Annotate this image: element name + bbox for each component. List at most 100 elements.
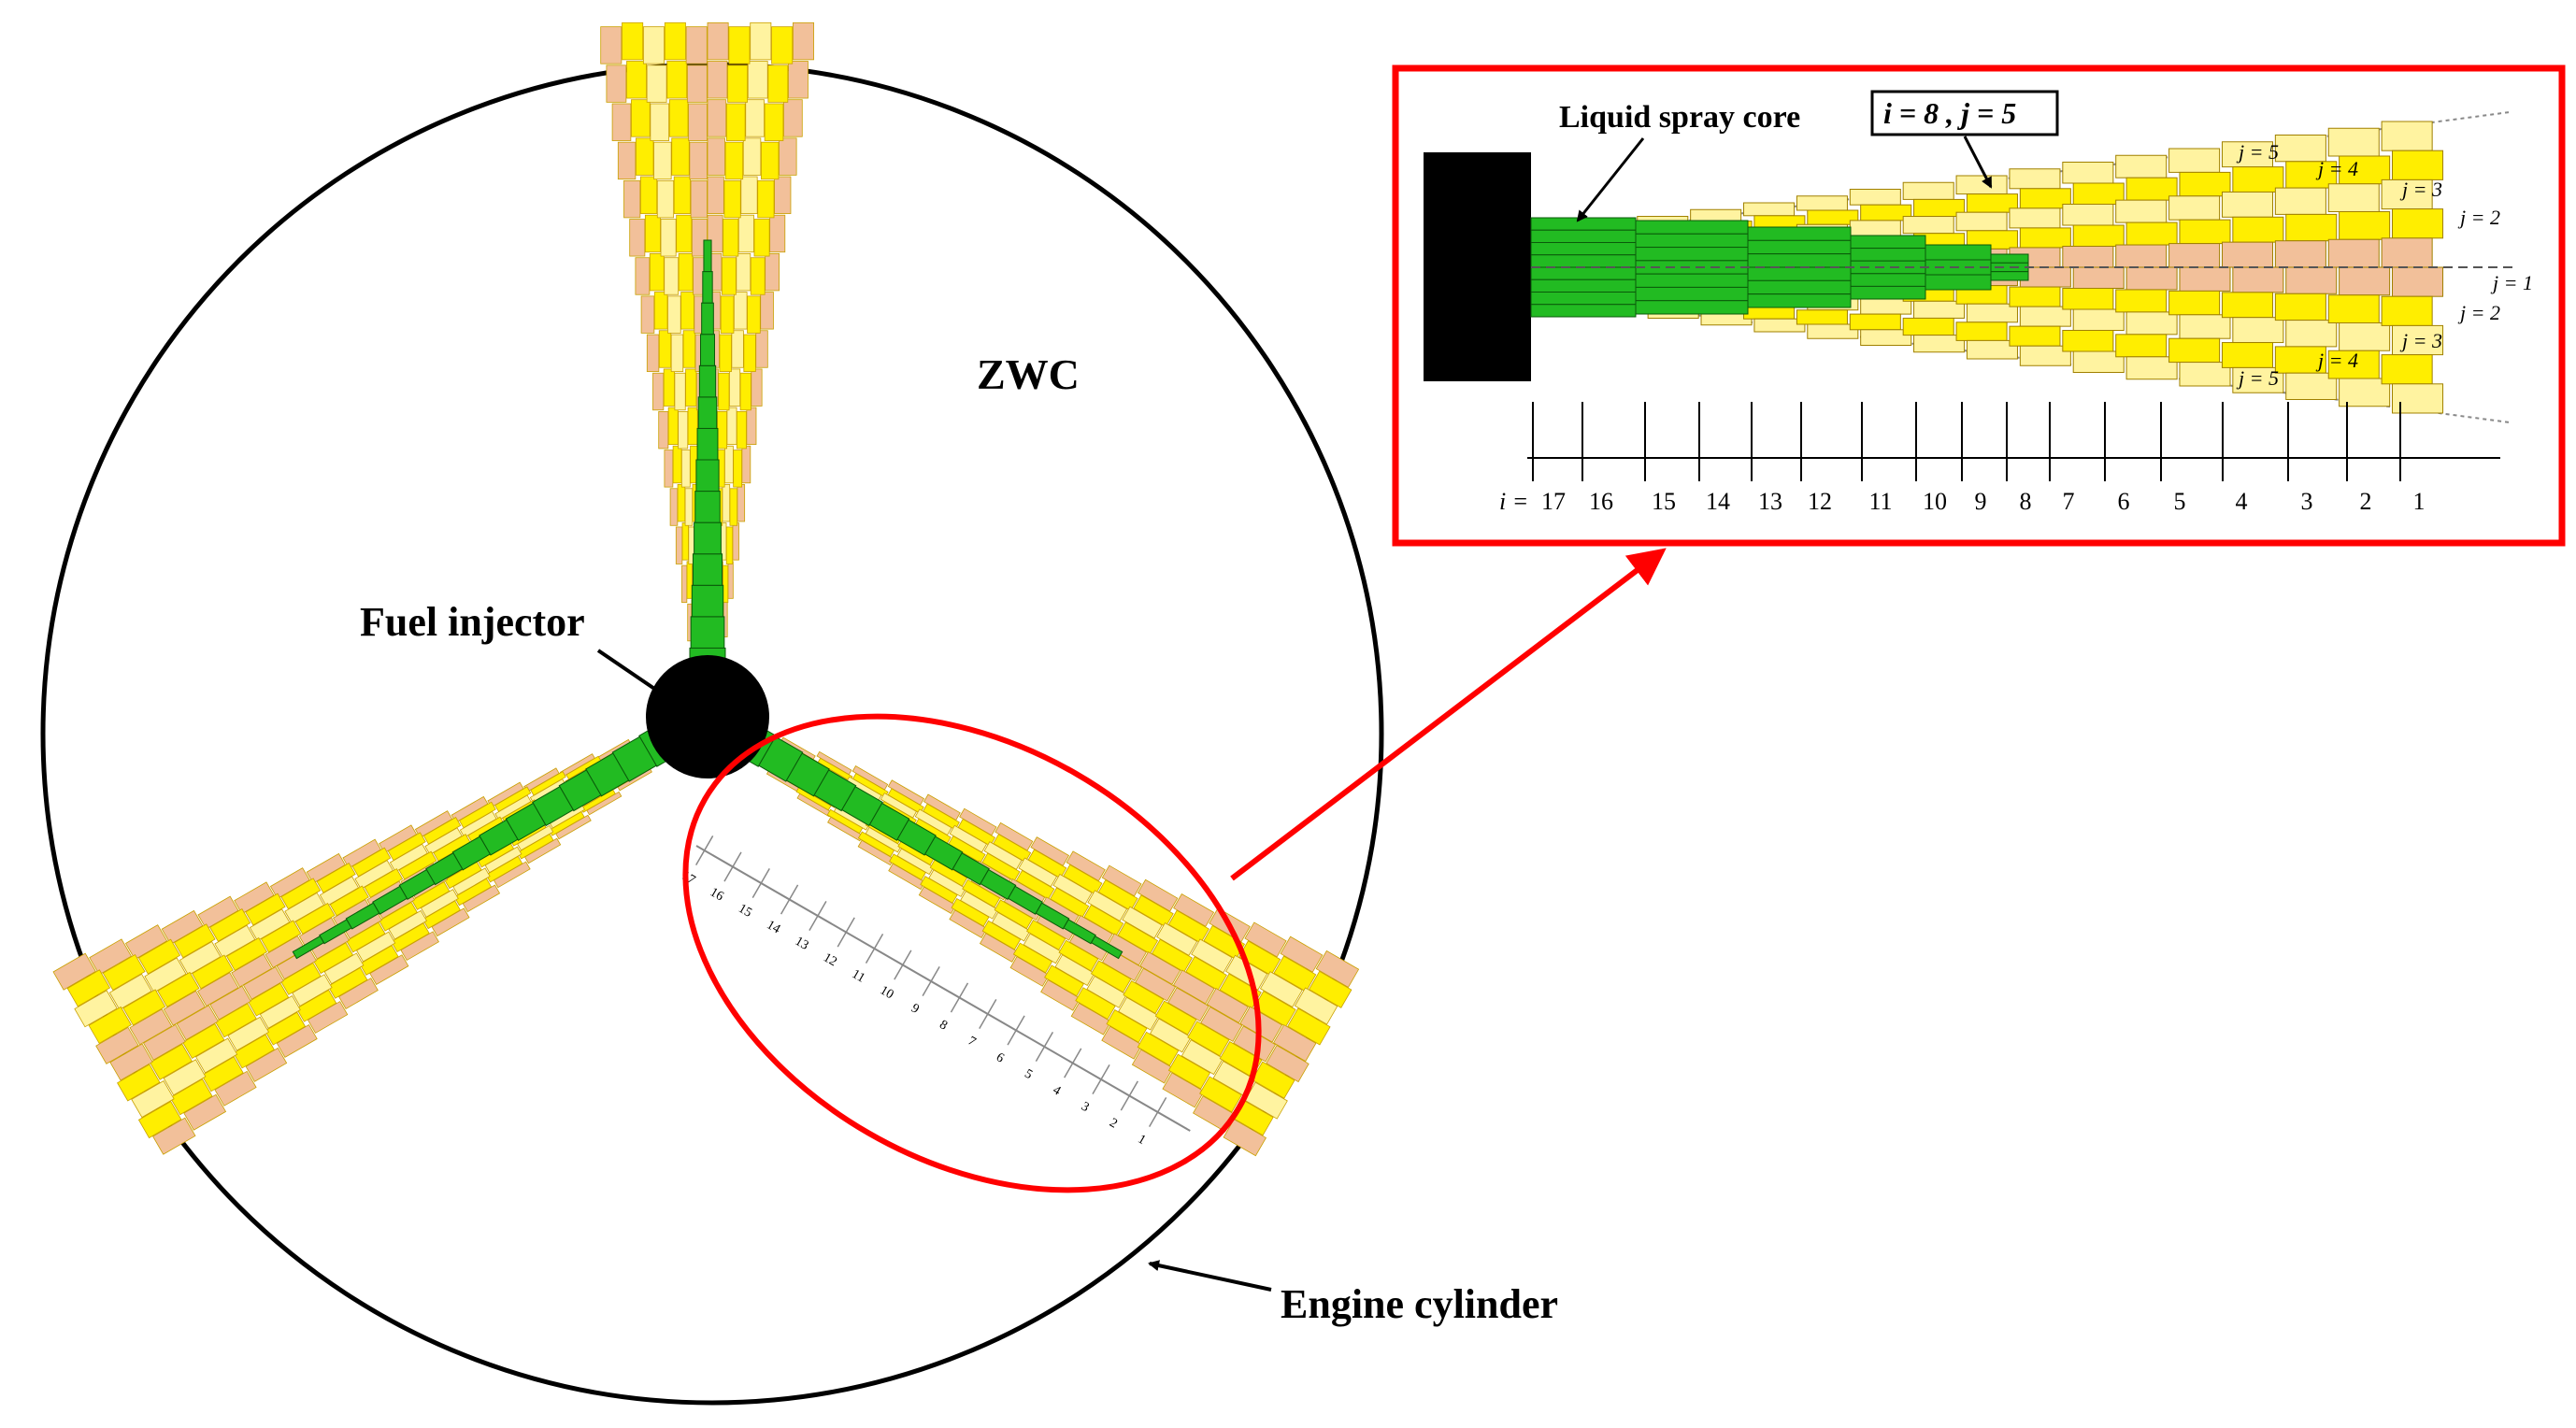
spray-cell	[669, 488, 679, 526]
liquid-core-cell	[701, 302, 714, 336]
spray-cell	[1131, 1049, 1174, 1084]
spray-cell	[163, 1059, 207, 1096]
inset-j-labels: j = 5j = 4j = 3j = 2j = 1j = 2j = 3j = 4…	[2236, 140, 2533, 390]
spray-cell	[635, 257, 651, 295]
spray-cell	[307, 1001, 349, 1034]
spray-cell	[1117, 921, 1159, 955]
spray-cell	[1066, 850, 1106, 882]
spray-cell	[1156, 922, 1198, 956]
spray-cell	[664, 21, 686, 61]
spray-cell	[617, 141, 637, 180]
inset-spray-cell	[2179, 314, 2231, 339]
spray-cell	[656, 179, 675, 219]
spray-cell	[1259, 971, 1303, 1008]
spray-cell	[717, 411, 728, 450]
spray-cell	[1075, 987, 1116, 1021]
spray-cell	[1012, 942, 1053, 974]
inset-spray-cell	[2285, 266, 2338, 294]
spray-cell	[108, 973, 152, 1010]
liquid-core-cell	[292, 935, 325, 960]
spray-cell	[755, 330, 768, 368]
spray-cell	[89, 938, 133, 976]
spray-cell	[726, 407, 737, 446]
spray-cell	[122, 989, 166, 1026]
inset-spray-cell	[2327, 183, 2380, 212]
inset-core-cell	[1635, 220, 1749, 235]
spray-cell	[1199, 1076, 1242, 1113]
inset-spray-cell	[2062, 204, 2114, 226]
inset-core-cell	[1530, 266, 1637, 280]
spray-cell	[623, 179, 641, 219]
inset-spray-cell	[2221, 141, 2274, 168]
spray-cell	[245, 892, 286, 926]
spray-cell	[1154, 1000, 1197, 1035]
zoom-highlight-ellipse	[682, 713, 1262, 1193]
spray-cell	[686, 64, 708, 103]
mini-axis-tick-label: 14	[765, 918, 783, 936]
liquid-core-cell	[1090, 935, 1123, 960]
spray-cell	[323, 952, 365, 985]
spray-cell	[342, 838, 382, 869]
inset-j-label: j = 5	[2236, 366, 2279, 390]
inset-axis-tick-label: 2	[2360, 488, 2372, 515]
spray-cell	[1167, 987, 1209, 1022]
inset-core-cell	[1747, 279, 1852, 295]
mini-axis-tick	[865, 934, 884, 964]
spray-cell	[1252, 1061, 1295, 1099]
spray-cell	[161, 909, 204, 945]
fuel-injector	[646, 655, 769, 778]
inset-spray-cell	[1796, 195, 1848, 211]
spray-cell	[653, 141, 672, 180]
spray-cell	[209, 907, 251, 942]
spray-cell	[276, 1023, 318, 1058]
spray-cell	[1058, 939, 1099, 972]
inset-spray-cell	[2062, 330, 2114, 352]
spray-cell	[746, 407, 757, 446]
spray-cell	[197, 895, 239, 930]
spray-cell	[707, 21, 729, 61]
spray-cell	[722, 484, 731, 522]
inset-axis-tick-label: 5	[2174, 488, 2186, 515]
inset-spray-cell	[2062, 246, 2114, 268]
spray-cell	[1040, 978, 1080, 1011]
spray-cell	[129, 1008, 173, 1046]
spray-cell	[1151, 938, 1193, 973]
inset-spray-cell	[2391, 208, 2444, 239]
spray-cell	[753, 219, 770, 257]
spray-cell	[760, 292, 774, 330]
spray-cell	[248, 982, 290, 1017]
spray-cell	[52, 952, 96, 991]
mini-axis-tick-label: 9	[909, 1002, 922, 1017]
inset-core-cell	[1530, 217, 1637, 231]
spray-cell	[327, 966, 368, 999]
inset-spray-cell	[1849, 189, 1901, 206]
spray-cell	[682, 330, 696, 368]
inset-spray-cell	[2274, 135, 2326, 163]
spray-cell	[260, 920, 302, 953]
liquid-core-cell	[697, 396, 718, 429]
spray-cell	[757, 179, 775, 219]
inset-axis-tick-label: 10	[1923, 488, 1947, 515]
inset-core-cell	[1530, 254, 1637, 268]
spray-cell	[280, 878, 322, 910]
mini-axis-tick-label: 1	[1136, 1133, 1149, 1148]
spray-cell	[644, 214, 661, 253]
mini-axis-tick-label: 6	[994, 1050, 1007, 1065]
spray-cell	[658, 411, 669, 450]
inset-spray-cell	[2168, 243, 2221, 268]
inset-spray-cell	[2327, 127, 2380, 157]
cell-example-box	[1870, 90, 2059, 136]
mini-axis-tick-label: 16	[708, 885, 726, 904]
inset-core-cell	[1635, 233, 1749, 249]
spray-cell	[681, 522, 689, 561]
spray-cell	[722, 257, 737, 295]
mini-axis-tick-label: 8	[937, 1018, 950, 1033]
inset-core-cell	[1990, 271, 2029, 281]
inset-spray-cell	[2009, 207, 2061, 229]
mini-axis-tick-label: 10	[878, 983, 896, 1002]
spray-cell	[1106, 1009, 1148, 1043]
spray-cell	[1087, 890, 1128, 922]
liquid-core-cell	[703, 239, 712, 273]
